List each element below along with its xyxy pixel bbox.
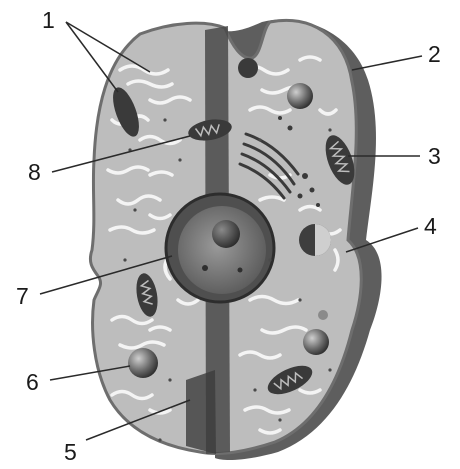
label-3: 3 [428,143,441,169]
label-4: 4 [424,213,437,239]
label-2: 2 [428,41,441,67]
label-5: 5 [64,439,77,465]
label-1: 1 [42,7,55,33]
label-6: 6 [26,369,39,395]
nucleus [166,194,274,302]
leader-line-1b [66,22,118,92]
label-7: 7 [16,283,29,309]
leader-line-2 [352,56,422,70]
cutaway-lower [186,370,216,454]
nucleolus [212,220,240,248]
label-8: 8 [28,159,41,185]
